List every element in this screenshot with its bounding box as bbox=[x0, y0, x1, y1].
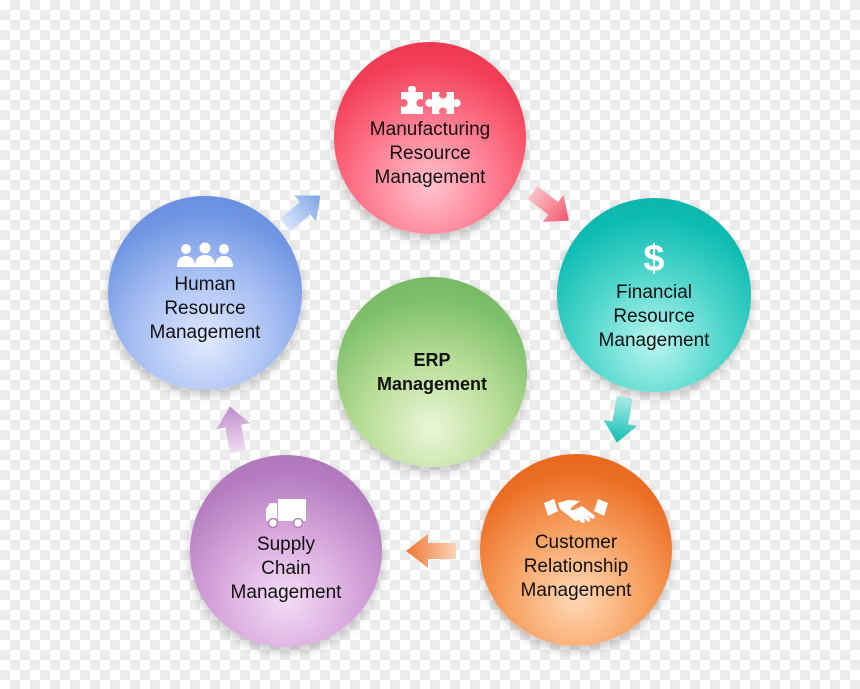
arrow-mfg-to-fin bbox=[527, 186, 569, 222]
arrow-scm-to-hrm bbox=[216, 406, 251, 454]
arrow-crm-to-scm bbox=[406, 534, 456, 568]
dollar-icon: $ bbox=[643, 238, 664, 277]
node-manufacturing-resource-management: Manufacturing Resource Management bbox=[334, 42, 526, 234]
node-customer-relationship-management: Customer Relationship Management bbox=[480, 454, 672, 646]
truck-icon bbox=[266, 499, 306, 529]
node-label: Human Resource Management bbox=[149, 274, 261, 343]
people-icon bbox=[177, 242, 233, 267]
node-human-resource-management: Human Resource Management bbox=[108, 196, 302, 390]
node-financial-resource-management: $ Financial Resource Management bbox=[557, 198, 751, 392]
arrow-fin-to-crm bbox=[603, 395, 638, 443]
node-supply-chain-management: Supply Chain Management bbox=[190, 455, 382, 647]
handshake-icon bbox=[544, 499, 608, 524]
node-label: Manufacturing Resource Management bbox=[369, 119, 491, 188]
center-label: ERP Management bbox=[376, 350, 488, 394]
arrow-hrm-to-mfg bbox=[280, 195, 321, 232]
puzzle-icon bbox=[401, 86, 461, 114]
node-label: Financial Resource Management bbox=[598, 282, 710, 351]
svg-text:$: $ bbox=[643, 238, 664, 277]
node-erp-management: ERP Management bbox=[337, 277, 527, 467]
node-label: Supply Chain Management bbox=[230, 534, 342, 603]
node-label: Customer Relationship Management bbox=[520, 532, 632, 601]
